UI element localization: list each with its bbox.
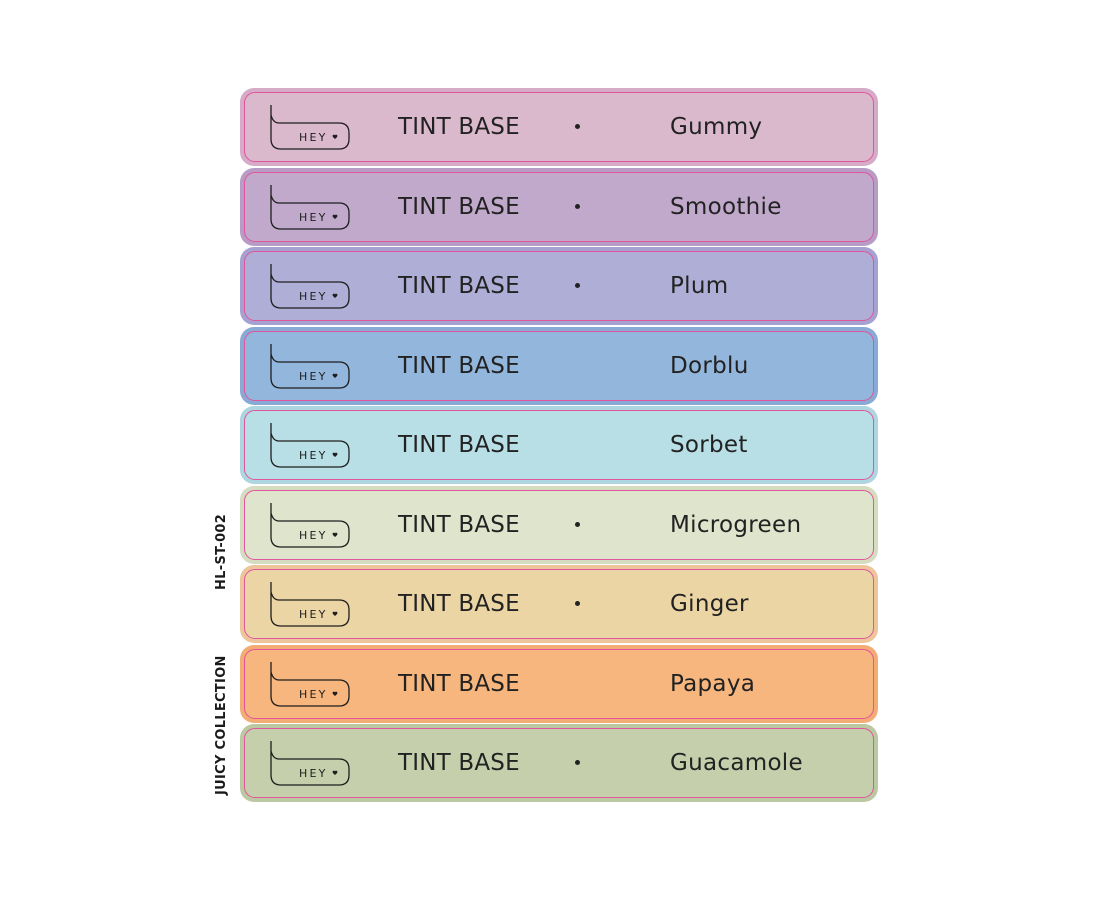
heart-icon bbox=[332, 691, 338, 696]
label-strip-gummy: HEY TINT BASE Gummy bbox=[240, 88, 878, 166]
product-code-label: HL-ST-002 bbox=[214, 513, 229, 590]
separator-dot bbox=[575, 521, 580, 527]
logo-text: HEY bbox=[299, 449, 328, 462]
hey-logo: HEY bbox=[269, 264, 351, 310]
label-strip-frame: HEY TINT BASE Plum bbox=[244, 251, 874, 321]
logo-text: HEY bbox=[299, 290, 328, 303]
label-strip-sorbet: HEY TINT BASE Sorbet bbox=[240, 406, 878, 484]
hey-logo: HEY bbox=[269, 582, 351, 628]
logo-text: HEY bbox=[299, 688, 328, 701]
hey-logo: HEY bbox=[269, 741, 351, 787]
tint-base-label: TINT BASE bbox=[398, 591, 520, 617]
heart-icon bbox=[332, 293, 338, 298]
label-strip-papaya: HEY TINT BASE Papaya bbox=[240, 644, 878, 723]
speech-bubble-icon: HEY bbox=[270, 343, 350, 389]
separator-dot bbox=[575, 124, 580, 129]
speech-bubble-icon: HEY bbox=[270, 741, 350, 786]
label-strip-frame: HEY TINT BASE Dorblu bbox=[244, 330, 874, 401]
label-strip-frame: HEY TINT BASE Guacamole bbox=[244, 728, 874, 798]
side-labels: HL-ST-002 JUICY COLLECTION bbox=[212, 500, 238, 800]
label-strip-frame: HEY TINT BASE Papaya bbox=[244, 648, 874, 719]
hey-logo: HEY bbox=[269, 105, 351, 151]
label-strip-frame: HEY TINT BASE Smoothie bbox=[244, 171, 874, 242]
label-strip-guacamole: HEY TINT BASE Guacamole bbox=[240, 724, 878, 802]
speech-bubble-icon: HEY bbox=[270, 423, 350, 468]
label-strip-smoothie: HEY TINT BASE Smoothie bbox=[240, 167, 878, 246]
shade-name: Smoothie bbox=[670, 193, 782, 220]
speech-bubble-icon: HEY bbox=[270, 264, 350, 309]
hey-logo: HEY bbox=[269, 343, 351, 390]
logo-text: HEY bbox=[299, 529, 328, 542]
shade-name: Guacamole bbox=[670, 750, 803, 776]
shade-name: Plum bbox=[670, 273, 729, 299]
separator-dot bbox=[575, 601, 580, 606]
hey-logo: HEY bbox=[269, 184, 351, 231]
hey-logo: HEY bbox=[269, 502, 351, 549]
logo-text: HEY bbox=[299, 370, 328, 383]
heart-icon bbox=[332, 373, 338, 378]
separator-dot bbox=[575, 283, 580, 288]
label-strip-dorblu: HEY TINT BASE Dorblu bbox=[240, 326, 878, 405]
speech-bubble-icon: HEY bbox=[270, 582, 350, 627]
heart-icon bbox=[332, 770, 338, 775]
collection-name-label: JUICY COLLECTION bbox=[214, 655, 229, 795]
heart-icon bbox=[332, 134, 338, 139]
heart-icon bbox=[332, 452, 338, 457]
label-strip-list: HEY TINT BASE Gummy HEY TINT BASE Smooth… bbox=[240, 88, 878, 804]
shade-name: Microgreen bbox=[670, 511, 802, 538]
tint-base-label: TINT BASE bbox=[398, 193, 520, 220]
tint-base-label: TINT BASE bbox=[398, 511, 520, 538]
tint-base-label: TINT BASE bbox=[398, 432, 520, 458]
label-strip-frame: HEY TINT BASE Microgreen bbox=[244, 489, 874, 560]
label-strip-frame: HEY TINT BASE Gummy bbox=[244, 92, 874, 162]
label-strip-microgreen: HEY TINT BASE Microgreen bbox=[240, 485, 878, 564]
speech-bubble-icon: HEY bbox=[270, 661, 350, 707]
tint-base-label: TINT BASE bbox=[398, 273, 520, 299]
label-strip-ginger: HEY TINT BASE Ginger bbox=[240, 565, 878, 643]
shade-name: Gummy bbox=[670, 114, 763, 140]
label-strip-frame: HEY TINT BASE Sorbet bbox=[244, 410, 874, 480]
tint-base-label: TINT BASE bbox=[398, 114, 520, 140]
heart-icon bbox=[332, 214, 338, 219]
hey-logo: HEY bbox=[269, 661, 351, 708]
label-strip-plum: HEY TINT BASE Plum bbox=[240, 247, 878, 325]
shade-name: Papaya bbox=[670, 670, 756, 697]
shade-name: Ginger bbox=[670, 591, 749, 617]
separator-dot bbox=[575, 203, 580, 209]
tint-base-label: TINT BASE bbox=[398, 670, 520, 697]
heart-icon bbox=[332, 532, 338, 537]
logo-text: HEY bbox=[299, 767, 328, 780]
shade-name: Dorblu bbox=[670, 352, 749, 379]
shade-name: Sorbet bbox=[670, 432, 748, 458]
label-strip-frame: HEY TINT BASE Ginger bbox=[244, 569, 874, 639]
hey-logo: HEY bbox=[269, 423, 351, 469]
speech-bubble-icon: HEY bbox=[270, 502, 350, 548]
tint-base-label: TINT BASE bbox=[398, 750, 520, 776]
speech-bubble-icon: HEY bbox=[270, 184, 350, 230]
logo-text: HEY bbox=[299, 131, 328, 144]
logo-text: HEY bbox=[299, 608, 328, 621]
tint-base-label: TINT BASE bbox=[398, 352, 520, 379]
separator-dot bbox=[575, 760, 580, 765]
logo-text: HEY bbox=[299, 211, 328, 224]
heart-icon bbox=[332, 611, 338, 616]
speech-bubble-icon: HEY bbox=[270, 105, 350, 150]
